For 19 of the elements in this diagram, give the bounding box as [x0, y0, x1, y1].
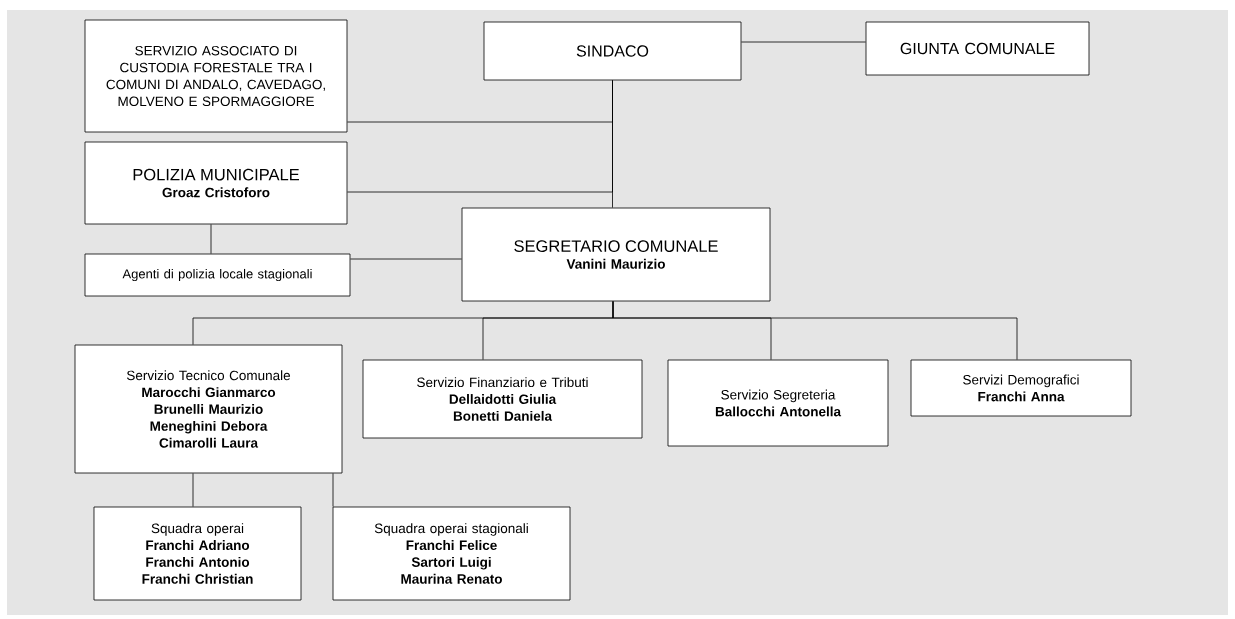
org-box: Squadra operai Franchi Adriano Franchi Antonio Franchi Christian	[93, 506, 302, 601]
org-box: Squadra operai stagionali Franchi Felice Sartori Luigi Maurina Renato	[332, 506, 571, 601]
org-box: Servizi Demografici Franchi Anna	[910, 359, 1132, 417]
connector-line	[192, 473, 194, 507]
connector-line	[612, 301, 1018, 360]
connector-line	[210, 224, 212, 254]
org-box: POLIZIA MUNICIPALE Groaz Cristoforo	[84, 141, 348, 225]
org-box: Servizio Tecnico Comunale Marocchi Gianmarco Brunelli Maurizio Meneghini Debora Cimarolli Laura	[74, 344, 343, 474]
org-box: SINDACO	[483, 21, 742, 81]
connector-line	[332, 473, 334, 507]
org-box: Servizio Finanziario e Tributi Dellaidotti Giulia Bonetti Daniela	[362, 359, 643, 439]
connector-line	[350, 258, 462, 260]
org-box: GIUNTA COMUNALE	[865, 21, 1090, 76]
org-box: SERVIZIO ASSOCIATO DI CUSTODIA FORESTALE TRA I COMUNI DI ANDALO, CAVEDAGO, MOLVENO E SPORMAGGIORE	[84, 19, 348, 133]
connector-line	[741, 41, 866, 43]
org-box: SEGRETARIO COMUNALE Vanini Maurizio	[461, 207, 771, 302]
connector-line	[612, 80, 613, 208]
org-box: Servizio Segreteria Ballocchi Antonella	[667, 359, 889, 447]
org-box: Agenti di polizia locale stagionali	[84, 253, 351, 297]
